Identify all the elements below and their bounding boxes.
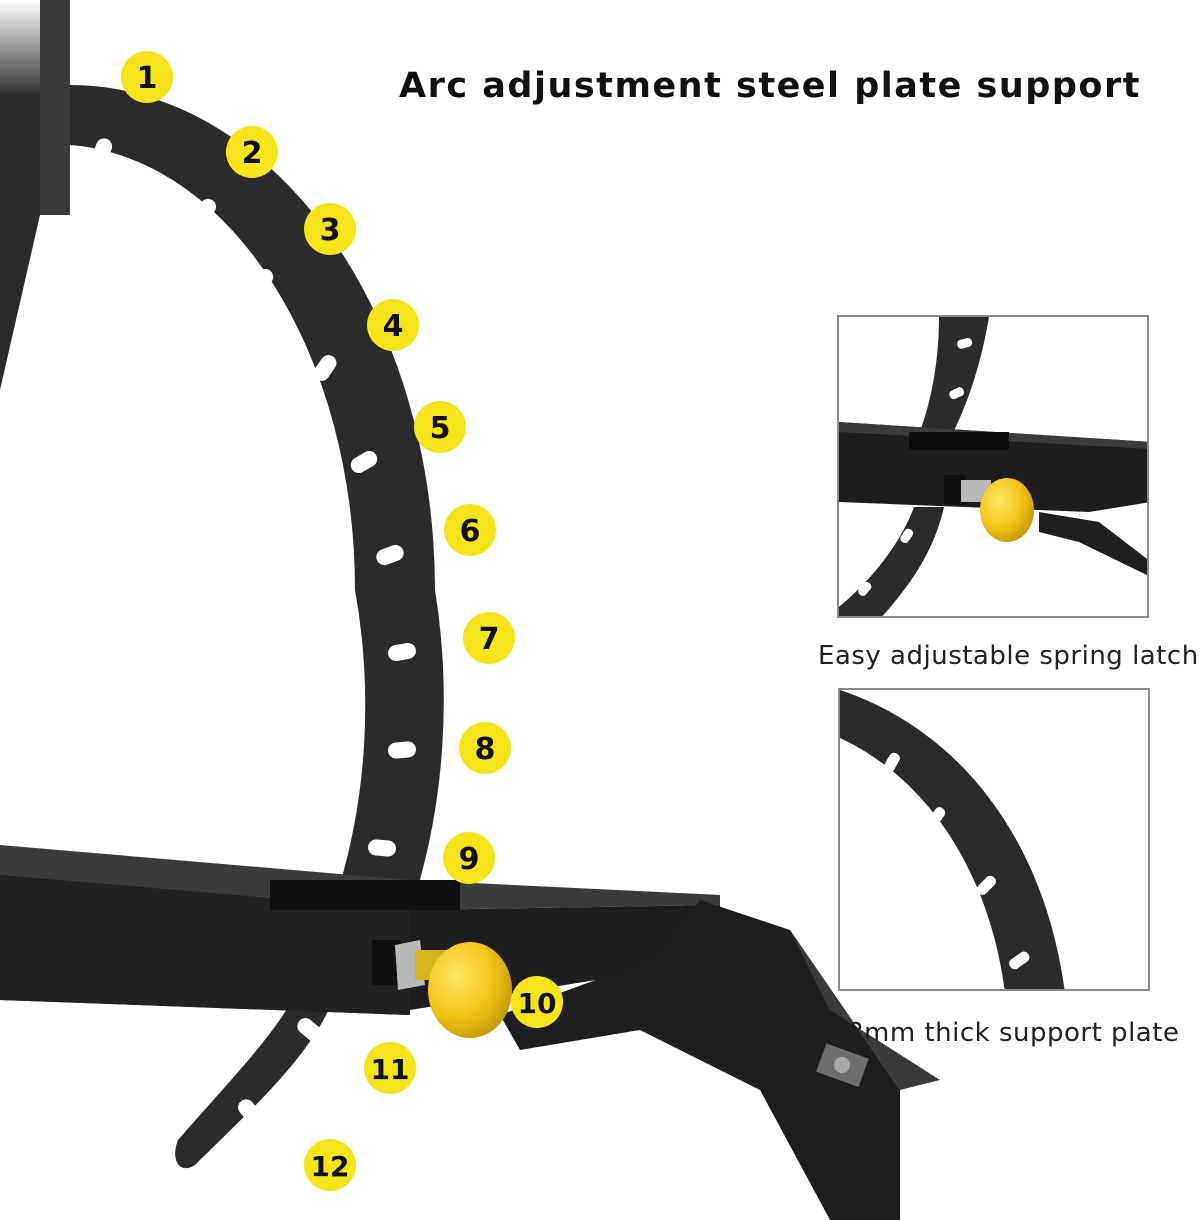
badge-number: 11	[371, 1053, 410, 1086]
hole-number-badge: 6	[444, 504, 496, 556]
post-bracket	[40, 0, 70, 215]
hole-number-badge: 3	[304, 203, 356, 255]
badge-number: 1	[137, 61, 158, 96]
hole-number-badge: 5	[414, 401, 466, 453]
latch-knob	[428, 942, 512, 1038]
badge-number: 2	[242, 136, 263, 171]
hole-number-badge: 12	[304, 1139, 356, 1191]
hole-number-badge: 10	[511, 976, 563, 1028]
badge-number: 10	[518, 987, 557, 1020]
badge-circle	[511, 976, 563, 1028]
badge-circle	[226, 126, 278, 178]
hole-number-badge: 4	[367, 299, 419, 351]
hole-number-badge: 11	[364, 1042, 416, 1094]
hole-number-badge: 2	[226, 126, 278, 178]
spring-latch-closeup-icon	[839, 317, 1147, 616]
support-plate-caption: 8mm thick support plate	[847, 1018, 1180, 1048]
badge-circle	[459, 722, 511, 774]
leg-bolt	[834, 1057, 850, 1073]
arc-plate-lower	[175, 985, 338, 1169]
badge-number: 3	[320, 213, 341, 248]
badge-number: 6	[460, 514, 481, 549]
hole-number-badge: 9	[443, 832, 495, 884]
support-plate-closeup-icon	[840, 690, 1065, 989]
headline-title: Arc adjustment steel plate support	[399, 66, 1141, 106]
tube-slot	[270, 880, 460, 910]
support-plate-closeup	[838, 688, 1150, 991]
spring-latch-closeup	[837, 315, 1149, 618]
badge-number: 5	[430, 411, 451, 446]
badge-number: 9	[459, 842, 480, 877]
badge-circle	[304, 1139, 356, 1191]
badge-circle	[367, 299, 419, 351]
badge-number: 7	[479, 622, 500, 657]
badge-number: 4	[383, 309, 404, 344]
badge-circle	[364, 1042, 416, 1094]
badge-number: 8	[475, 732, 496, 767]
arc-plate	[70, 85, 444, 900]
main-tube-top	[0, 845, 720, 910]
badge-circle	[121, 51, 173, 103]
hole-number-badge: 1	[121, 51, 173, 103]
leg-tube-top	[790, 930, 940, 1090]
badge-circle	[414, 401, 466, 453]
badge-circle	[304, 203, 356, 255]
badge-circle	[443, 832, 495, 884]
hole-number-badge: 7	[463, 612, 515, 664]
spring-latch-caption: Easy adjustable spring latch	[818, 641, 1199, 671]
hole-number-badge: 8	[459, 722, 511, 774]
badge-circle	[444, 504, 496, 556]
badge-circle	[463, 612, 515, 664]
badge-number: 12	[311, 1150, 350, 1183]
leg-tube	[500, 900, 900, 1220]
